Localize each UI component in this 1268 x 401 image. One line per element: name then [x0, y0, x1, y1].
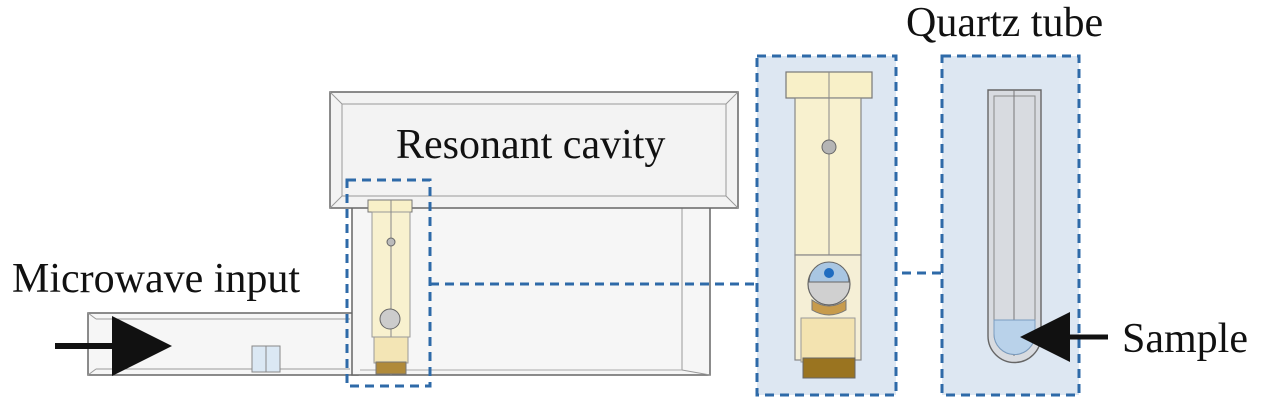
- quartz-tube-panel: [940, 54, 1081, 397]
- resonant-cavity-label: Resonant cavity: [396, 122, 666, 168]
- enlarged-holder-panel: [755, 54, 898, 397]
- sample-label: Sample: [1122, 316, 1248, 362]
- microwave-input-label: Microwave input: [12, 256, 301, 302]
- small-sample-holder: [367, 199, 413, 375]
- sample-liquid: [993, 319, 1036, 355]
- quartz-tube-label: Quartz tube: [906, 0, 1104, 46]
- resonant-cavity: [329, 91, 739, 376]
